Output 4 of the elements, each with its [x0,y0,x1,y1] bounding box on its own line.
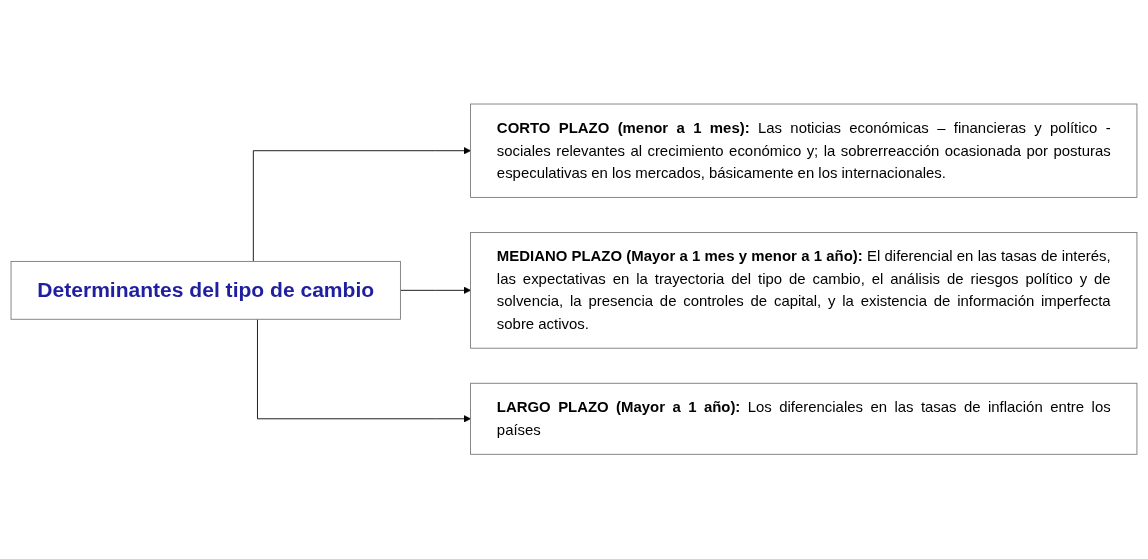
node-box: Determinantes del tipo de cambio [10,261,401,321]
node-box: MEDIANO PLAZO (Mayor a 1 mes y menor a 1 año): El diferencial en las tasas de interés, las expectativas en la trayectoria del tipo de cambio, el análisis de riesgos político y de solvencia, la presencia de controles de capital, y la existencia de información imperfecta sobre activos. [470,232,1138,349]
node-box: LARGO PLAZO (Mayor a 1 año): Los diferenciales en las tasas de inflación entre los países [470,383,1138,456]
node-box: CORTO PLAZO (menor a 1 mes): Las noticias económicas – financieras y político - sociales relevantes al crecimiento económico y; la sobrerreacción ocasionada por posturas especulativas en los mercados, básicamente en los internacionales. [470,103,1138,199]
